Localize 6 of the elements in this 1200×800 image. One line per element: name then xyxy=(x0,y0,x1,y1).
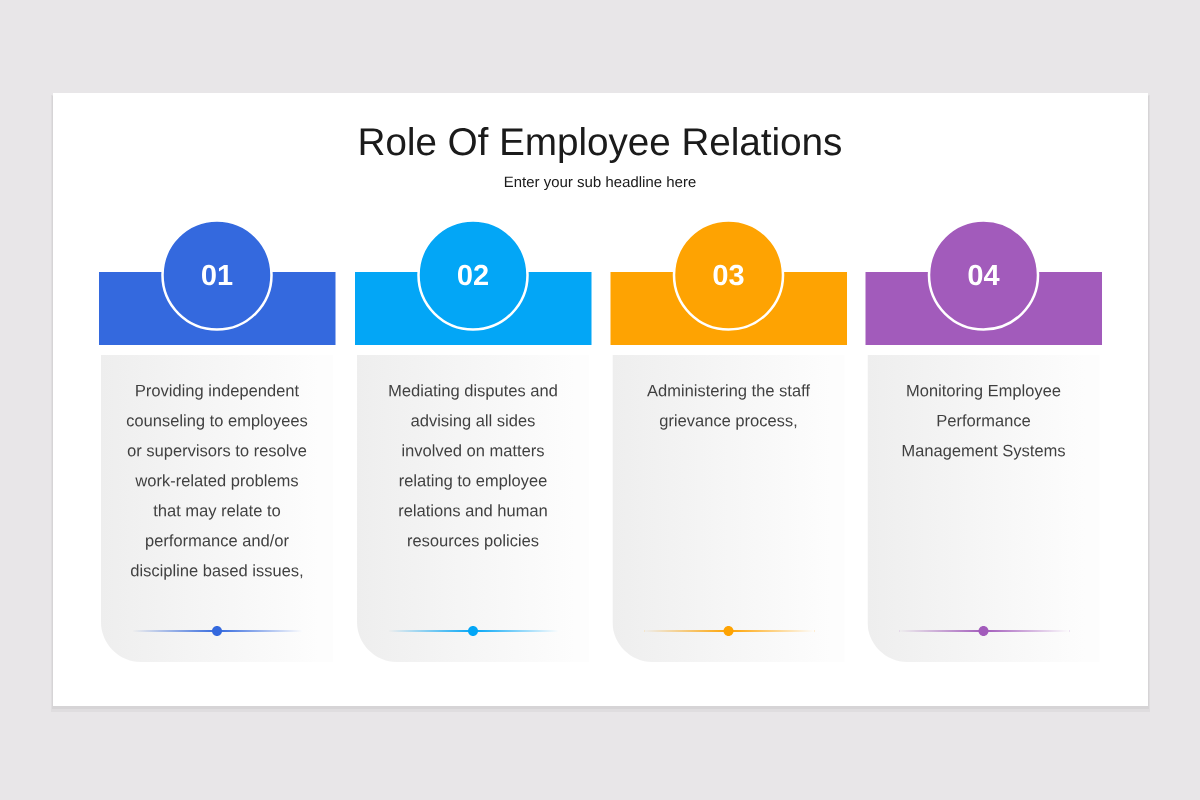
text-card: Administering the staff grievance process, xyxy=(612,355,845,662)
text-card: Monitoring Employee Performance Management Systems xyxy=(867,355,1100,662)
title: Role Of Employee Relations xyxy=(360,127,841,163)
text-card: Providing independent counseling to employees or supervisors to resolve work-related problems that may relate to performance and/or discipline based issues, xyxy=(101,355,333,662)
subtitle: Enter your sub headline here xyxy=(504,176,696,191)
text-card: Mediating disputes and advising all sides involved on matters relating to employee relations and human resources policies xyxy=(357,355,589,662)
